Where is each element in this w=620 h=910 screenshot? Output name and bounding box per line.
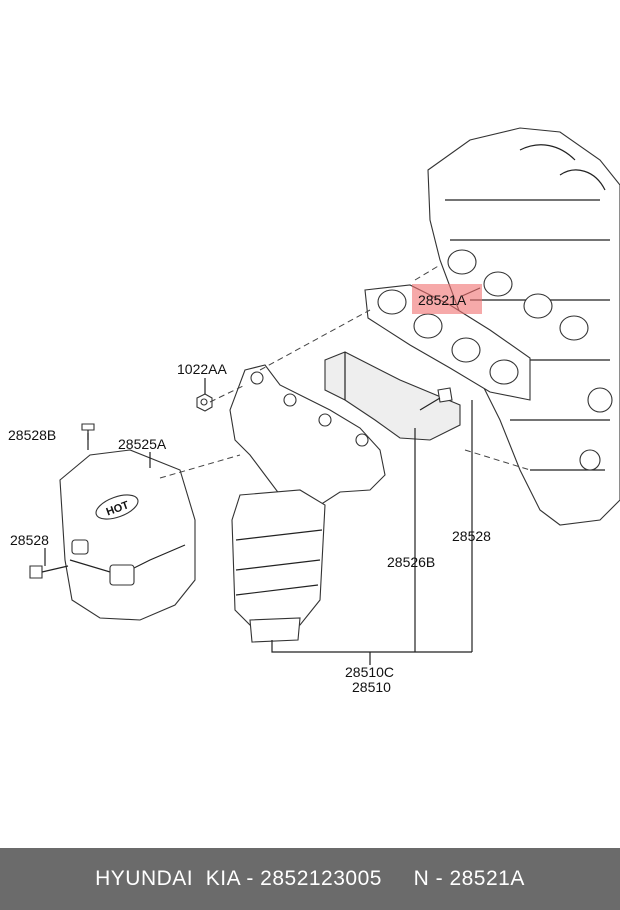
label-28528: 28528 <box>10 532 49 548</box>
gasket-28521a <box>364 284 531 401</box>
nut-1022aa <box>196 393 213 412</box>
label-28525a: 28525A <box>118 436 167 452</box>
bolt-28528-right <box>419 387 453 411</box>
label-1022aa: 1022AA <box>177 361 227 377</box>
label-28510c: 28510C <box>345 664 394 680</box>
exhaust-manifold <box>229 364 386 643</box>
heat-shield: HOT <box>59 449 196 621</box>
label-28528-right: 28528 <box>452 528 491 544</box>
part-number-footer: HYUNDAI KIA - 2852123005 N - 28521A <box>0 848 620 910</box>
label-28510: 28510 <box>352 679 391 695</box>
bolt-28528 <box>29 565 69 579</box>
alignment-lines <box>159 264 531 479</box>
label-28521a: 28521A <box>418 292 467 308</box>
label-28526b: 28526B <box>387 554 435 570</box>
engine-exhaust-ports <box>447 249 589 341</box>
parts-diagram: HOT 28521A 1022AA <box>8 127 620 695</box>
manifold-bracket <box>324 351 461 441</box>
footer-text: HYUNDAI KIA - 2852123005 N - 28521A <box>95 867 525 890</box>
gasket-label-highlight <box>412 284 482 314</box>
leader-lines <box>44 287 481 665</box>
label-28528b: 28528B <box>8 427 56 443</box>
